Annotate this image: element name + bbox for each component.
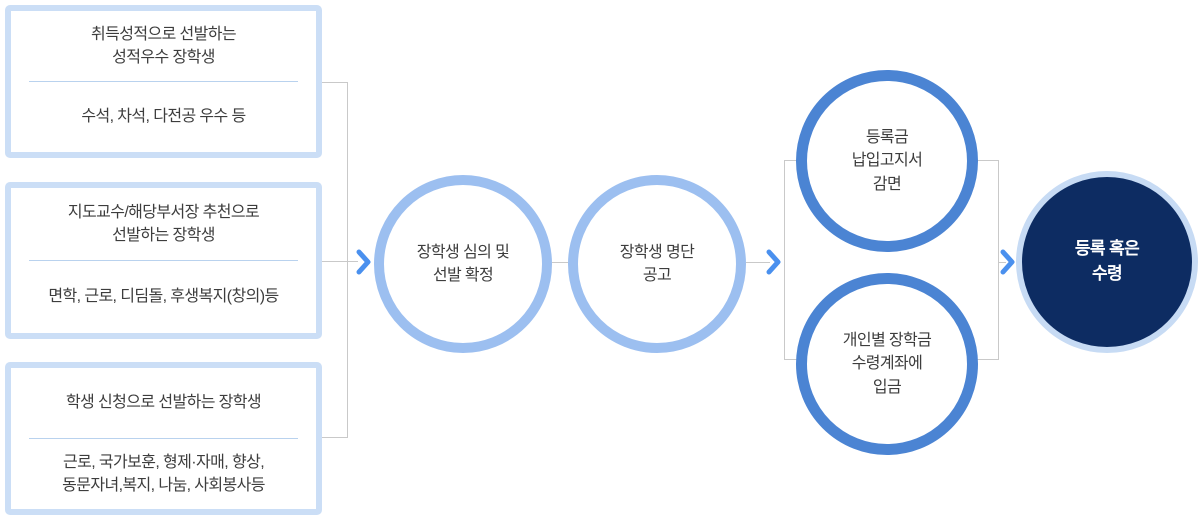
connector-line [976,160,998,161]
connector-line [552,262,568,263]
connector-line [998,262,1006,263]
text-line: 수석, 차석, 다전공 우수 등 [81,108,246,126]
text-line: 동문자녀,복지, 나눔, 사회봉사등 [62,477,265,494]
connector-line [322,437,347,438]
text-line: 장학생 명단 [619,243,695,261]
final-circle-register-or-receive: 등록 혹은 수령 [1016,171,1198,353]
text-line: 납입고지서 [851,152,923,170]
divider [29,260,298,261]
text-line: 선발 확정 [432,267,494,284]
box-title: 취득성적으로 선발하는 성적우수 장학생 [11,11,316,81]
text-line: 지도교수/해당부서장 추천으로 [67,203,260,221]
outcome-circle-account-deposit: 개인별 장학금 수령계좌에 입금 [796,273,978,455]
connector-line [998,160,999,360]
text-line: 취득성적으로 선발하는 [90,25,237,43]
arrow-right-icon [766,249,782,275]
connector-line [347,82,348,438]
text-line: 등록금 [865,129,909,147]
connector-line [322,261,358,262]
box-title: 학생 신청으로 선발하는 장학생 [11,368,316,438]
connector-line [784,160,806,161]
connector-line [784,160,785,360]
box-detail: 수석, 차석, 다전공 우수 등 [11,82,316,152]
divider [29,81,298,82]
source-box-application-based: 학생 신청으로 선발하는 장학생 근로, 국가보훈, 형제·자매, 향상, 동문… [5,362,322,515]
text-line: 등록 혹은 [1074,239,1140,259]
connector-line [784,359,806,360]
arrow-right-icon [356,249,372,275]
outcome-circle-tuition-reduction: 등록금 납입고지서 감면 [796,70,978,252]
step-circle-announcement: 장학생 명단 공고 [568,175,746,353]
text-line: 성적우수 장학생 [112,49,215,66]
text-line: 수령 [1091,264,1123,283]
source-box-recommendation-based: 지도교수/해당부서장 추천으로 선발하는 장학생 면학, 근로, 디딤돌, 후생… [5,182,322,339]
text-line: 공고 [642,267,672,284]
source-box-grade-based: 취득성적으로 선발하는 성적우수 장학생 수석, 차석, 다전공 우수 등 [5,5,322,158]
text-line: 근로, 국가보훈, 형제·자매, 향상, [62,453,265,471]
text-line: 입금 [872,378,902,396]
text-line: 선발하는 장학생 [112,227,215,244]
box-title: 지도교수/해당부서장 추천으로 선발하는 장학생 [11,188,316,260]
text-line: 면학, 근로, 디딤돌, 후생복지(창의)등 [48,288,279,306]
divider [29,438,298,439]
text-line: 수령계좌에 [851,355,923,373]
connector-line [746,262,770,263]
arrow-right-icon [1000,249,1016,275]
text-line: 장학생 심의 및 [416,243,510,261]
text-line: 학생 신청으로 선발하는 장학생 [65,394,262,412]
text-line: 개인별 장학금 [842,332,932,350]
box-detail: 면학, 근로, 디딤돌, 후생복지(창의)등 [11,261,316,333]
connector-line [976,359,998,360]
text-line: 감면 [872,175,902,193]
step-circle-review-confirm: 장학생 심의 및 선발 확정 [374,175,552,353]
box-detail: 근로, 국가보훈, 형제·자매, 향상, 동문자녀,복지, 나눔, 사회봉사등 [11,439,316,509]
connector-line [322,82,347,83]
